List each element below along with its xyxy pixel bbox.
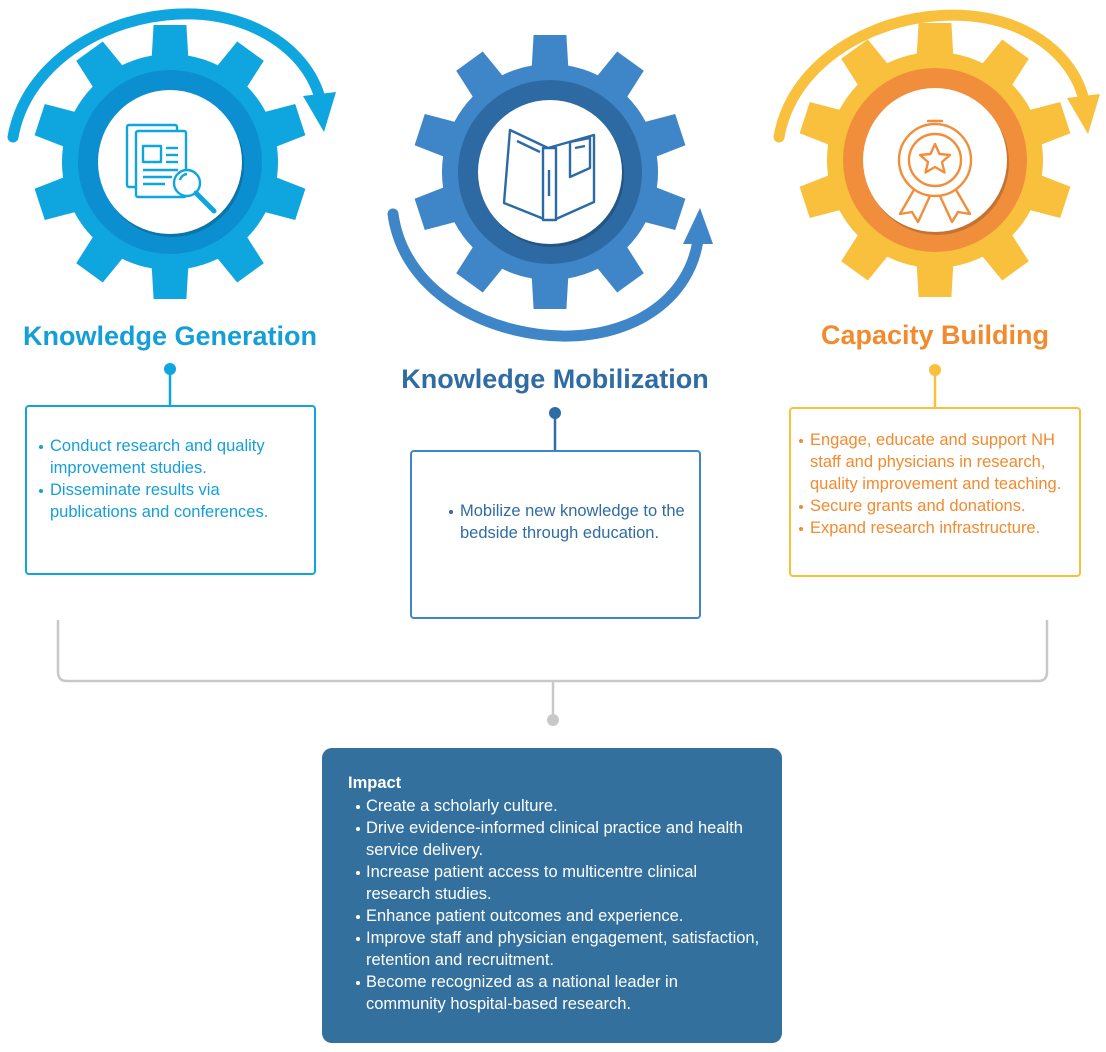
list-item: Disseminate results via publications and… [38,479,302,523]
list-item: Expand research infrastructure. [798,517,1071,539]
award-ribbon-icon [897,119,973,224]
impact-connector [56,620,1049,726]
heading-mobilization: Knowledge Mobilization [401,364,709,394]
open-book-icon [502,128,596,222]
impact-title: Impact [348,774,402,792]
impact-bullet-list: Create a scholarly culture. Drive eviden… [348,795,762,1015]
list-item: Create a scholarly culture. [356,795,762,817]
cycle-arrow-capacity [773,9,1100,143]
heading-stem-mobilization [549,407,561,451]
cycle-arrow-generation [7,8,336,143]
capacity-box: Engage, educate and support NH staff and… [789,407,1081,577]
heading-stem-generation [164,363,176,406]
generation-box: Conduct research and quality improvement… [25,405,316,575]
mobilization-bullet-list: Mobilize new knowledge to the bedside th… [448,500,685,544]
document-search-icon [125,123,217,214]
list-item: Become recognized as a national leader i… [356,971,762,1015]
heading-capacity: Capacity Building [820,320,1050,350]
list-item: Engage, educate and support NH staff and… [798,429,1071,495]
list-item: Increase patient access to multicentre c… [356,861,762,905]
list-item: Mobilize new knowledge to the bedside th… [448,500,685,544]
mobilization-box: Mobilize new knowledge to the bedside th… [410,450,701,619]
list-item: Conduct research and quality improvement… [38,435,302,479]
list-item: Secure grants and donations. [798,495,1071,517]
heading-stem-capacity [929,364,941,408]
list-item: Enhance patient outcomes and experience. [356,905,762,927]
heading-generation: Knowledge Generation [22,321,318,351]
list-item: Drive evidence-informed clinical practic… [356,817,762,861]
list-item: Improve staff and physician engagement, … [356,927,762,971]
cycle-arrow-mobilization [387,208,713,342]
generation-bullet-list: Conduct research and quality improvement… [38,435,302,523]
capacity-bullet-list: Engage, educate and support NH staff and… [798,429,1071,539]
impact-box: Impact Create a scholarly culture. Drive… [322,748,782,1043]
